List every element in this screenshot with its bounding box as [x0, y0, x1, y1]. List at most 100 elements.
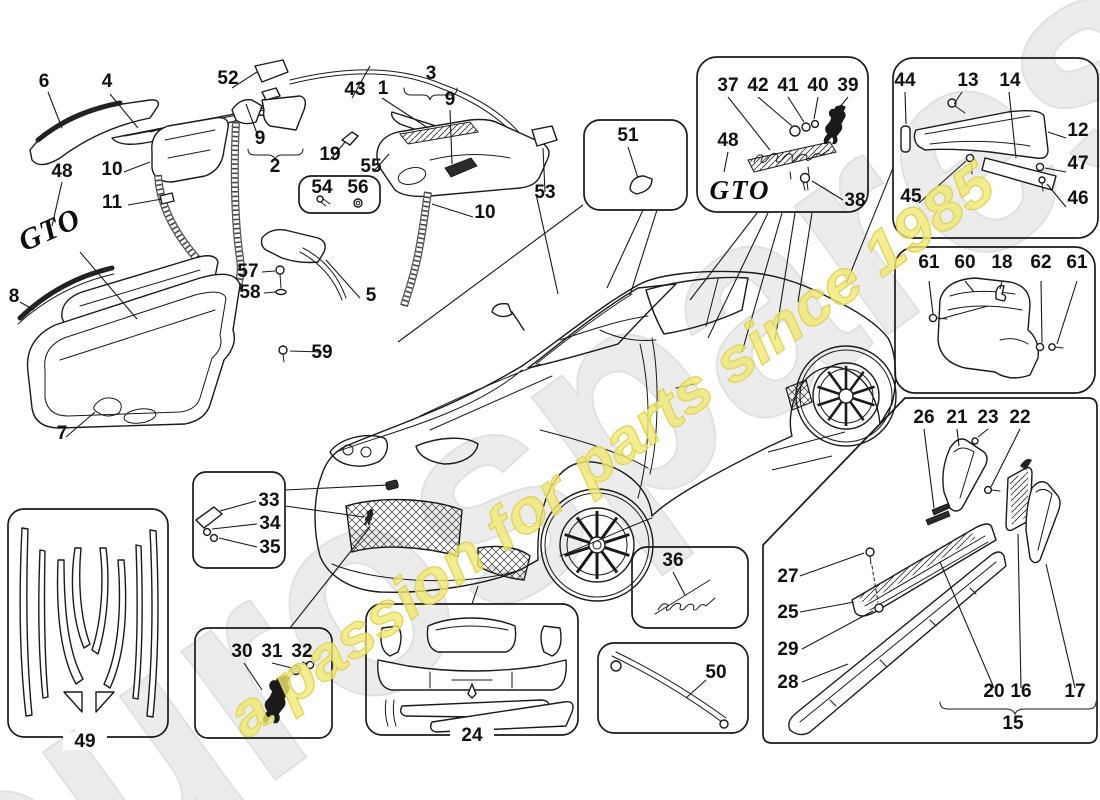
part-7-details [59, 309, 216, 417]
strip-1 [19, 527, 33, 717]
part-27-screw [865, 547, 875, 557]
part-25-hatch [858, 530, 976, 604]
part-36-script [654, 579, 716, 615]
part-50-strip [611, 651, 727, 723]
callout-46: 46 [1067, 188, 1088, 209]
car-hood-lines [335, 363, 653, 557]
callout-43: 43 [344, 79, 365, 100]
strip-6 [103, 559, 127, 689]
headlamp-1 [342, 444, 354, 456]
part-60-lines [947, 290, 1029, 345]
part-46-screw [1038, 176, 1046, 184]
box-24-contents [377, 617, 574, 733]
car-windshield-inner [535, 293, 633, 365]
car-headlight-left [329, 434, 389, 467]
callout-41: 41 [777, 75, 799, 96]
callout-33: 33 [258, 490, 279, 511]
callout-12: 12 [1067, 120, 1088, 141]
part-38-clip-legs [802, 181, 809, 191]
car-rear-wheel [795, 345, 897, 447]
car-rear-vent [785, 379, 813, 411]
strip-triangle-right [95, 691, 115, 713]
screw-axis-dashed [871, 565, 879, 603]
part-6-seal [35, 100, 123, 143]
callout-27: 27 [777, 566, 798, 587]
film-wing-right [540, 625, 562, 657]
strip-4 [71, 547, 91, 649]
part-50-end-right [719, 719, 729, 729]
box-33-35-contents [195, 506, 223, 543]
strip-3 [56, 559, 84, 685]
part-23-screw [971, 437, 979, 445]
callout-8: 8 [9, 286, 20, 307]
part-27-shaft [869, 555, 872, 565]
part-44-gasket [900, 125, 911, 153]
part-60-leader-int [939, 305, 989, 320]
box-gto-contents: GTO [709, 104, 846, 205]
part-56-nut-hole [355, 200, 361, 206]
part-11-connector [159, 192, 175, 205]
callout-32: 32 [291, 641, 312, 662]
callout-16: 16 [1010, 681, 1031, 702]
box-49-contents [19, 527, 159, 718]
box-arch-contents [928, 277, 1064, 379]
parts-hood: GTO [14, 202, 347, 429]
part-58-washer [275, 288, 287, 296]
box-54-56 [298, 175, 381, 214]
part-29-screw [874, 603, 884, 613]
part-57-shaft [279, 273, 282, 289]
part-2-end-piece-left [231, 99, 263, 125]
part-37-script [753, 149, 830, 164]
callout-36: 36 [662, 550, 683, 571]
film-bumper-band [377, 659, 567, 691]
box-33-35 [192, 471, 286, 569]
film-wedge [467, 683, 477, 699]
callout-37: 37 [717, 75, 738, 96]
callout-10a: 10 [101, 159, 122, 180]
callout-29: 29 [777, 639, 798, 660]
headlamp-2 [360, 446, 372, 458]
part-25-stripes [864, 535, 989, 611]
callout-53: 53 [534, 182, 555, 203]
callout-9b: 9 [445, 89, 456, 110]
part-51-clip [629, 175, 653, 195]
callout-57: 57 [237, 261, 258, 282]
callout-40: 40 [807, 75, 828, 96]
part-40-nut [810, 119, 820, 129]
part-7-hood-frame [26, 273, 241, 429]
brace-2 [247, 148, 304, 161]
box-sill-contents [788, 437, 1097, 736]
part-41-washer [801, 122, 811, 132]
callout-19: 19 [319, 144, 340, 165]
callout-21: 21 [946, 407, 968, 428]
car-windshield [527, 283, 677, 369]
callout-35: 35 [259, 537, 281, 558]
callout-49: 49 [74, 731, 95, 752]
callout-60: 60 [954, 252, 975, 273]
hose-center [230, 121, 245, 292]
part-61-bolt-right [1048, 343, 1056, 351]
part-62-washer [1035, 342, 1045, 352]
part-31-washer-hole [293, 667, 299, 673]
box-30-32 [194, 627, 333, 739]
part-8-seal [17, 265, 115, 321]
callout-52: 52 [217, 68, 238, 89]
callout-61a: 61 [918, 252, 940, 273]
callout-55: 55 [360, 156, 382, 177]
part-61-bolt-left [928, 313, 938, 323]
part-21-inner [953, 447, 975, 499]
part-42-washer [789, 125, 801, 137]
callout-58: 58 [239, 282, 260, 303]
callout-4: 4 [102, 71, 113, 92]
callout-42: 42 [747, 75, 768, 96]
callout-62: 62 [1030, 252, 1051, 273]
part-46-shaft [1041, 182, 1044, 192]
callout-39: 39 [837, 75, 858, 96]
callout-28: 28 [777, 672, 798, 693]
callout-15: 15 [1002, 713, 1024, 734]
part-13-shaft [954, 105, 966, 114]
callout-18: 18 [991, 252, 1012, 273]
part-17-inner [1035, 488, 1053, 551]
callout-2: 2 [270, 156, 281, 177]
